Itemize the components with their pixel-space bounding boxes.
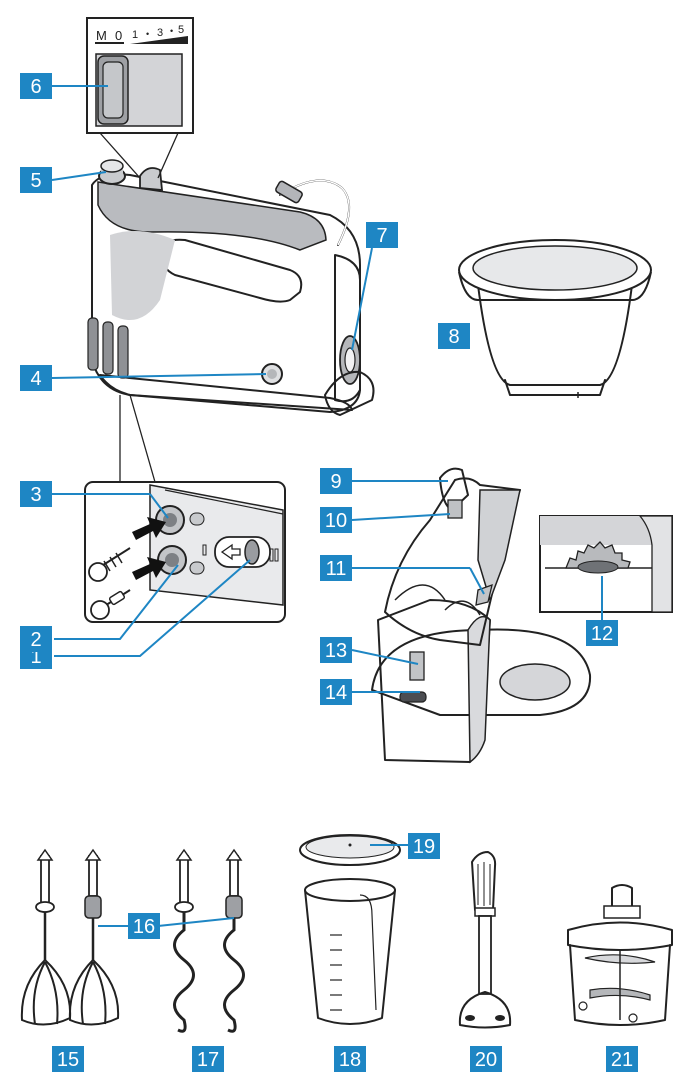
socket-detail	[84, 394, 286, 623]
chopper	[567, 884, 673, 1026]
svg-text:7: 7	[376, 225, 387, 247]
hand-mixer	[87, 159, 375, 416]
svg-text:2: 2	[30, 629, 41, 651]
svg-text:9: 9	[330, 471, 341, 493]
callout-11: 11	[320, 555, 352, 581]
svg-text:18: 18	[339, 1049, 361, 1071]
mixer-stand	[371, 467, 592, 764]
svg-text:15: 15	[57, 1049, 79, 1071]
blender-foot	[458, 851, 512, 1029]
svg-text:14: 14	[325, 682, 347, 704]
callout-17: 17	[192, 1046, 224, 1072]
callout-2: 2	[20, 626, 52, 652]
callout-8: 8	[438, 323, 470, 349]
speed-switch-detail: M 0 1 • 3 • 5	[86, 17, 194, 179]
callout-14: 14	[320, 679, 352, 705]
svg-text:20: 20	[475, 1049, 497, 1071]
callout-9: 9	[320, 468, 352, 494]
callout-6: 6	[20, 73, 52, 99]
svg-text:3: 3	[30, 484, 41, 506]
svg-text:17: 17	[197, 1049, 219, 1071]
callout-10: 10	[320, 507, 352, 533]
svg-text:6: 6	[30, 76, 41, 98]
mixing-bowl	[458, 239, 652, 398]
speed-switch[interactable]	[139, 167, 164, 191]
svg-text:5: 5	[30, 170, 41, 192]
speed-mark-dot-2: •	[170, 26, 173, 36]
speed-mark-m: M	[96, 28, 107, 43]
turbo-button[interactable]	[98, 159, 126, 185]
callout-18: 18	[334, 1046, 366, 1072]
speed-mark-5: 5	[178, 24, 184, 36]
callout-7: 7	[366, 222, 398, 248]
speed-mark-3: 3	[157, 27, 163, 39]
callout-13: 13	[320, 637, 352, 663]
callout-20: 20	[470, 1046, 502, 1072]
callout-19: 19	[408, 833, 440, 859]
callout-12: 12	[586, 620, 618, 646]
callout-4: 4	[20, 365, 52, 391]
callout-3: 3	[20, 481, 52, 507]
vent-slots	[87, 317, 129, 379]
svg-text:4: 4	[30, 368, 41, 390]
svg-text:16: 16	[133, 916, 155, 938]
svg-text:19: 19	[413, 836, 435, 858]
gear-wheel-icon	[565, 541, 631, 574]
callout-21: 21	[606, 1046, 638, 1072]
leader-lines	[51, 85, 603, 927]
callout-16: 16	[128, 913, 160, 939]
gear-detail	[539, 515, 673, 613]
svg-text:1: 1	[30, 646, 41, 668]
measuring-scale	[330, 934, 342, 1011]
svg-text:11: 11	[326, 558, 347, 580]
dough-hooks	[173, 848, 245, 1033]
whisks	[20, 848, 120, 1026]
svg-text:13: 13	[325, 640, 347, 662]
beaker-with-lid	[299, 834, 401, 1025]
svg-text:12: 12	[591, 623, 613, 645]
speed-mark-1: 1	[132, 29, 138, 41]
callout-15: 15	[52, 1046, 84, 1072]
callout-5: 5	[20, 167, 52, 193]
speed-mark-dot-1: •	[146, 29, 149, 39]
svg-text:10: 10	[325, 510, 347, 532]
svg-text:8: 8	[448, 326, 459, 348]
svg-text:21: 21	[611, 1049, 633, 1071]
speed-mark-0: 0	[115, 28, 122, 43]
